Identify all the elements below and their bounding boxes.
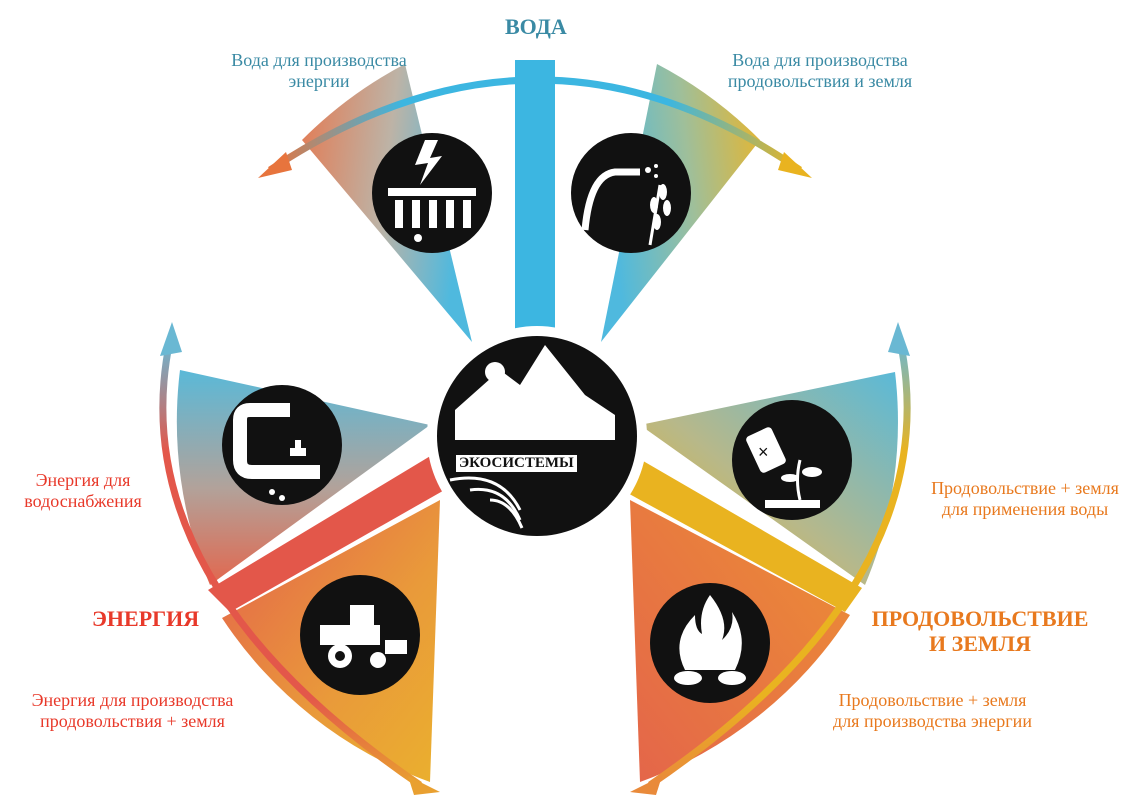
water-spoke	[515, 60, 555, 330]
water-for-energy-label: Вода для производства энергии	[205, 50, 433, 91]
food-spoke	[622, 458, 862, 612]
food-for-energy-label: Продовольствие + земля для производства …	[805, 690, 1060, 731]
energy-for-food-line1: Энергия для производства	[31, 690, 234, 710]
energy-for-water-line1: Энергия для	[35, 470, 131, 490]
energy-for-food-label: Энергия для производства продовольствия …	[0, 690, 265, 731]
energy-spoke	[208, 455, 448, 612]
water-arc-arrow-right	[778, 152, 812, 178]
food-arc-arrow-top	[888, 322, 910, 356]
ecosystem-center	[427, 326, 647, 546]
water-header: ВОДА	[505, 14, 567, 39]
ecosystem-label: ЭКОСИСТЕМЫ	[456, 455, 577, 472]
food-arc	[648, 339, 911, 788]
water-for-food-line2: продовольствия и земля	[727, 70, 913, 91]
food-header-line2: И ЗЕМЛЯ	[929, 631, 1031, 657]
energy-header: ЭНЕРГИЯ	[92, 606, 200, 631]
energy-arc	[159, 339, 422, 788]
mountain-ecosystem-icon	[455, 345, 615, 440]
water-arc	[268, 76, 802, 173]
energy-arc-arrow-top	[160, 322, 182, 356]
fire-biomass-icon	[650, 583, 770, 703]
food-header: ПРОДОВОЛЬСТВИЕ И ЗЕМЛЯ	[855, 606, 1105, 657]
water-arc-arrow-left	[258, 152, 292, 178]
irrigation-wheat-icon	[571, 133, 691, 253]
tractor-icon	[300, 575, 420, 695]
food-for-water-label: Продовольствие + земля для применения во…	[910, 478, 1140, 519]
energy-for-water-label: Энергия для водоснабжения	[8, 470, 158, 511]
water-for-energy-line1: Вода для производства	[231, 50, 407, 70]
energy-for-food-line2: продовольствия + земля	[40, 710, 225, 731]
food-for-energy-line2: для производства энергии	[833, 710, 1032, 731]
water-for-energy-line2: энергии	[288, 70, 350, 91]
water-for-food-line1: Вода для производства	[732, 50, 908, 70]
energy-arc-arrow-bottom	[408, 776, 440, 795]
food-for-water-line1: Продовольствие + земля	[931, 478, 1119, 498]
food-for-water-line2: для применения воды	[941, 498, 1109, 519]
water-pipe-tap-icon	[222, 385, 342, 505]
food-for-energy-line1: Продовольствие + земля	[838, 690, 1027, 710]
food-arc-arrow-bottom	[630, 776, 662, 795]
svg-text:×: ×	[758, 442, 769, 462]
energy-for-water-line2: водоснабжения	[24, 490, 142, 511]
water-for-food-label: Вода для производства продовольствия и з…	[700, 50, 940, 91]
sprayer-plant-icon: ×	[732, 400, 852, 520]
food-header-line1: ПРОДОВОЛЬСТВИЕ	[871, 606, 1089, 631]
hydro-dam-icon	[372, 133, 492, 253]
